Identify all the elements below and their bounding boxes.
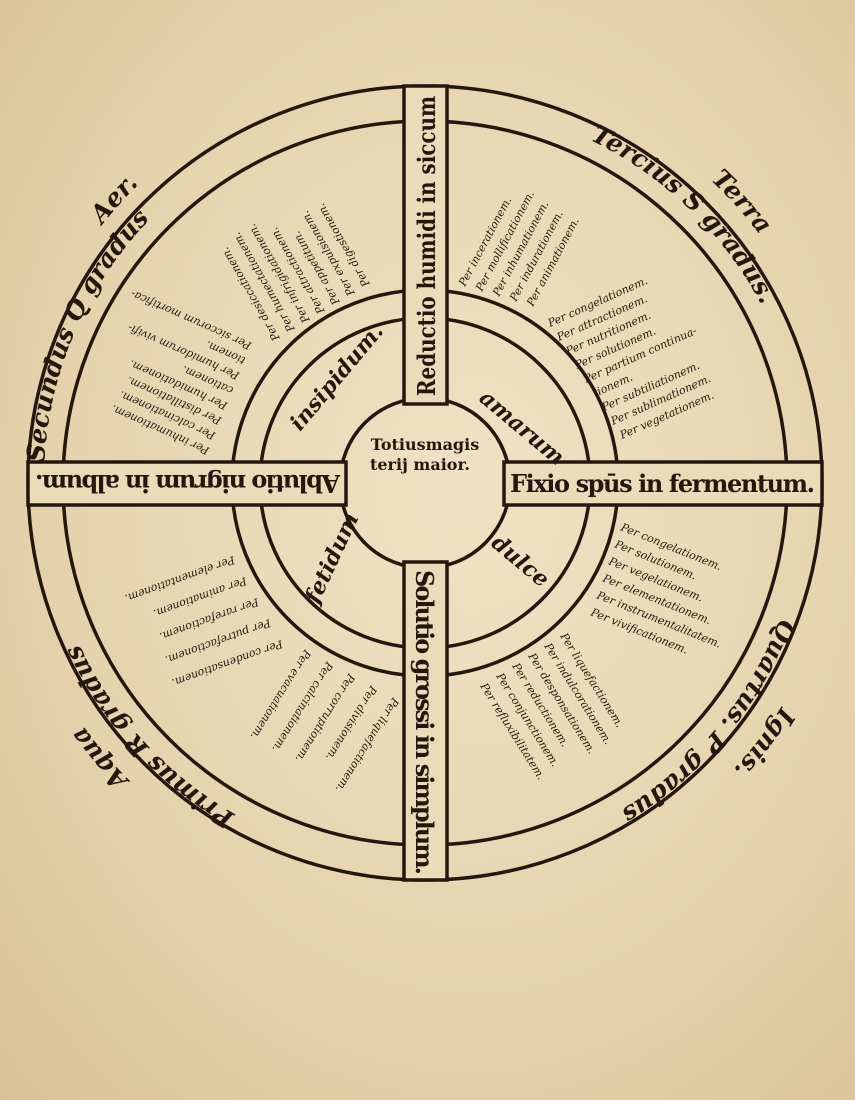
taste-fetidum: fetidum	[299, 509, 364, 609]
bar-top-label: Reductio humidi in siccum	[412, 96, 441, 396]
bar-left	[26, 460, 348, 507]
bar-bottom-label: Solutio grossi in simplum.	[410, 570, 439, 875]
bar-top	[402, 84, 449, 406]
center-title-line2: terij maior.	[370, 455, 470, 474]
bar-right	[502, 460, 824, 507]
cross-bars	[26, 84, 824, 882]
bar-left-label: Ablutio nigrum in album.	[35, 469, 341, 498]
bar-right-label: Fixio spūs in fermentum.	[510, 469, 815, 498]
bar-bottom	[402, 560, 449, 882]
center-title-line1: Totiusmagis	[371, 435, 479, 454]
taste-dulce: dulce	[486, 530, 554, 593]
center-circle	[338, 396, 512, 570]
